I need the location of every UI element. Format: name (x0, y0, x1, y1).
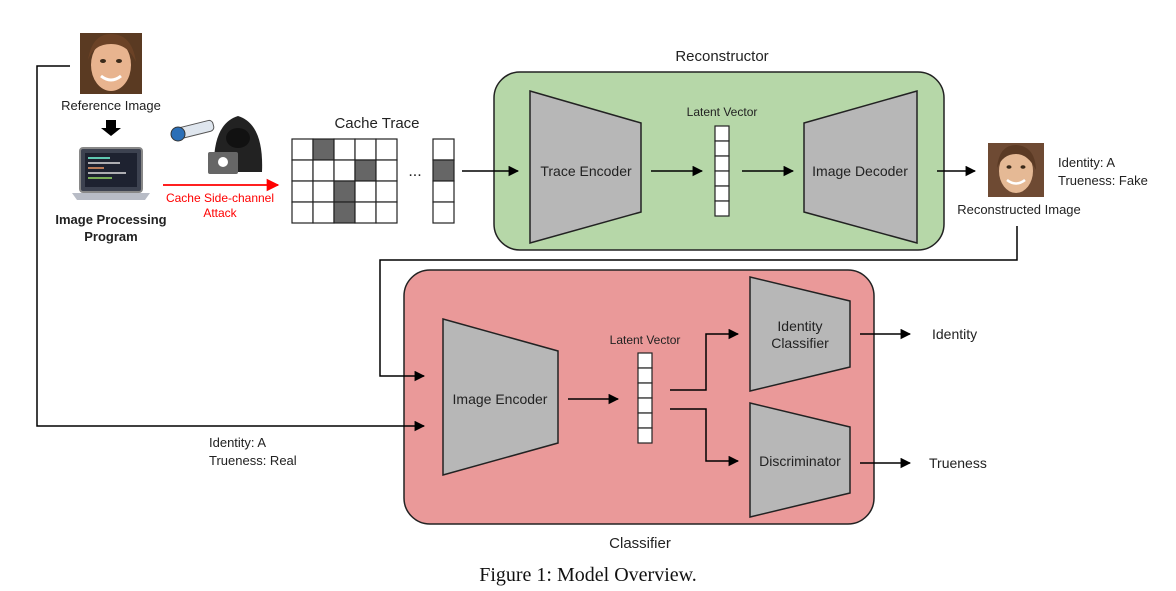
identity-classifier-label-line1: Identity (777, 318, 822, 334)
latent-cell (637, 367, 653, 384)
trace-cell (432, 201, 455, 224)
trace-cell (432, 159, 455, 182)
trace-ellipsis: ... (408, 163, 421, 180)
trace-cell (291, 159, 314, 182)
identity-classifier-block (749, 276, 851, 392)
cache-trace-label: Cache Trace (334, 115, 419, 132)
identity-output-label: Identity (932, 326, 977, 342)
trace-cell (333, 180, 356, 203)
trace-cell (291, 138, 314, 161)
reference-face-image (80, 33, 142, 94)
trace-cell (375, 180, 398, 203)
trace-cell (312, 159, 335, 182)
image-encoder-label: Image Encoder (453, 391, 548, 407)
classifier-title: Classifier (609, 535, 671, 552)
trace-cell (354, 138, 377, 161)
trace-encoder-block (529, 90, 642, 244)
hacker-icon (170, 116, 263, 174)
discriminator-label: Discriminator (759, 453, 841, 469)
identity-classifier-label-line2: Classifier (771, 335, 829, 351)
program-label-line2: Program (84, 229, 137, 244)
program-label-line1: Image Processing (55, 212, 166, 227)
latent-cell (714, 170, 730, 187)
trueness-output-label: Trueness (929, 455, 987, 471)
latent-cell (714, 140, 730, 157)
attack-label-line1: Cache Side-channel (166, 191, 274, 205)
latent-cell (714, 200, 730, 217)
latent-cell (637, 397, 653, 414)
trace-cell (312, 180, 335, 203)
arrow-reconstructed-to-classifier (379, 226, 1018, 382)
reconstructor-latent-label: Latent Vector (687, 105, 758, 119)
cache-trace-column (432, 138, 455, 224)
trace-cell (375, 201, 398, 224)
trace-cell (291, 201, 314, 224)
reconstructor-latent-vector (714, 125, 730, 217)
trace-cell (312, 138, 335, 161)
latent-cell (637, 412, 653, 429)
attack-label-line2: Attack (203, 206, 237, 220)
arrow-reference-to-classifier (36, 65, 426, 432)
trace-cell (333, 201, 356, 224)
reconstructed-face-image (988, 143, 1044, 197)
latent-cell (637, 427, 653, 444)
classifier-latent-vector (637, 352, 653, 444)
classifier-latent-label: Latent Vector (610, 333, 681, 347)
trace-cell (333, 159, 356, 182)
latent-cell (714, 185, 730, 202)
trace-cell (375, 138, 398, 161)
trace-cell (375, 159, 398, 182)
real-trueness-label: Trueness: Real (209, 453, 297, 468)
latent-cell (714, 155, 730, 172)
trace-encoder-label: Trace Encoder (540, 163, 632, 179)
fake-trueness-label: Trueness: Fake (1058, 173, 1148, 188)
image-decoder-block (803, 90, 918, 244)
latent-cell (637, 352, 653, 369)
trace-cell (312, 201, 335, 224)
fake-identity-label: Identity: A (1058, 155, 1115, 170)
trace-cell (354, 180, 377, 203)
figure-caption: Figure 1: Model Overview. (479, 564, 697, 586)
trace-cell (432, 138, 455, 161)
trace-cell (291, 180, 314, 203)
down-arrow-icon (101, 120, 121, 136)
laptop-icon (72, 147, 150, 200)
trace-cell (432, 180, 455, 203)
reconstructed-image-label: Reconstructed Image (957, 202, 1081, 217)
trace-cell (354, 159, 377, 182)
discriminator-block (749, 402, 851, 518)
trace-cell (333, 138, 356, 161)
image-encoder-block (442, 318, 559, 476)
real-identity-label: Identity: A (209, 435, 266, 450)
trace-cell (354, 201, 377, 224)
image-decoder-label: Image Decoder (812, 163, 908, 179)
arrow-latent-to-discriminator (670, 408, 740, 467)
latent-cell (637, 382, 653, 399)
reconstructor-title: Reconstructor (675, 48, 768, 65)
arrow-latent-to-identity-classifier (670, 328, 740, 391)
cache-trace-grid (291, 138, 398, 224)
latent-cell (714, 125, 730, 142)
reference-image-label: Reference Image (61, 98, 161, 113)
